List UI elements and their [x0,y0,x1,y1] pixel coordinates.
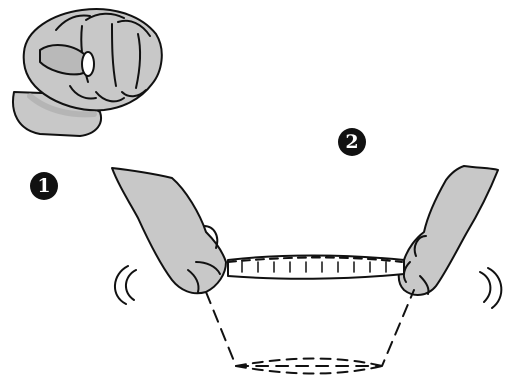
elastic-loop-dashed [206,290,414,366]
elastic-band-stretched [228,256,404,279]
step-2-badge: 2 [338,128,366,156]
right-hand [399,166,498,295]
hands-stretching-elastic-icon [112,166,498,374]
fist-with-elastic-icon [13,9,162,136]
step-1-badge: 1 [30,172,58,200]
